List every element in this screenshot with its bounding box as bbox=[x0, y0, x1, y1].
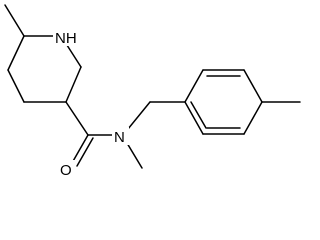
bond-c4-c5 bbox=[7, 69, 25, 103]
bond-c6-c1-double bbox=[190, 101, 207, 129]
benzene-ring bbox=[149, 69, 301, 135]
bond-n-ch2 bbox=[127, 101, 151, 130]
bond-c2-c3 bbox=[65, 66, 82, 103]
o-label-bg bbox=[58, 160, 75, 178]
bond-n1-c2 bbox=[64, 41, 82, 68]
bond-n-methyl bbox=[126, 142, 143, 169]
o-label: O bbox=[60, 162, 72, 179]
bond-c4-c5 bbox=[243, 101, 263, 135]
bond-c6-c1 bbox=[184, 101, 204, 135]
structure-diagram: NH N O bbox=[4, 4, 301, 179]
bond-carbonyl-o-2 bbox=[76, 137, 94, 167]
n-label: N bbox=[114, 129, 125, 146]
bond-c1-c2 bbox=[184, 69, 204, 103]
bond-c3-c4 bbox=[243, 69, 263, 103]
bond-methyl-c6 bbox=[4, 4, 25, 37]
piperidine-ring bbox=[4, 4, 82, 103]
bond-c5-c6 bbox=[7, 35, 25, 71]
nh-label: NH bbox=[55, 30, 77, 47]
n-label-bg bbox=[112, 127, 129, 145]
bond-carbonyl-o-1 bbox=[71, 134, 89, 164]
atom-labels: NH N O bbox=[53, 28, 129, 179]
nh-label-bg bbox=[53, 28, 77, 46]
amide-group bbox=[65, 101, 151, 169]
bond-c3-carbonyl bbox=[65, 101, 89, 136]
